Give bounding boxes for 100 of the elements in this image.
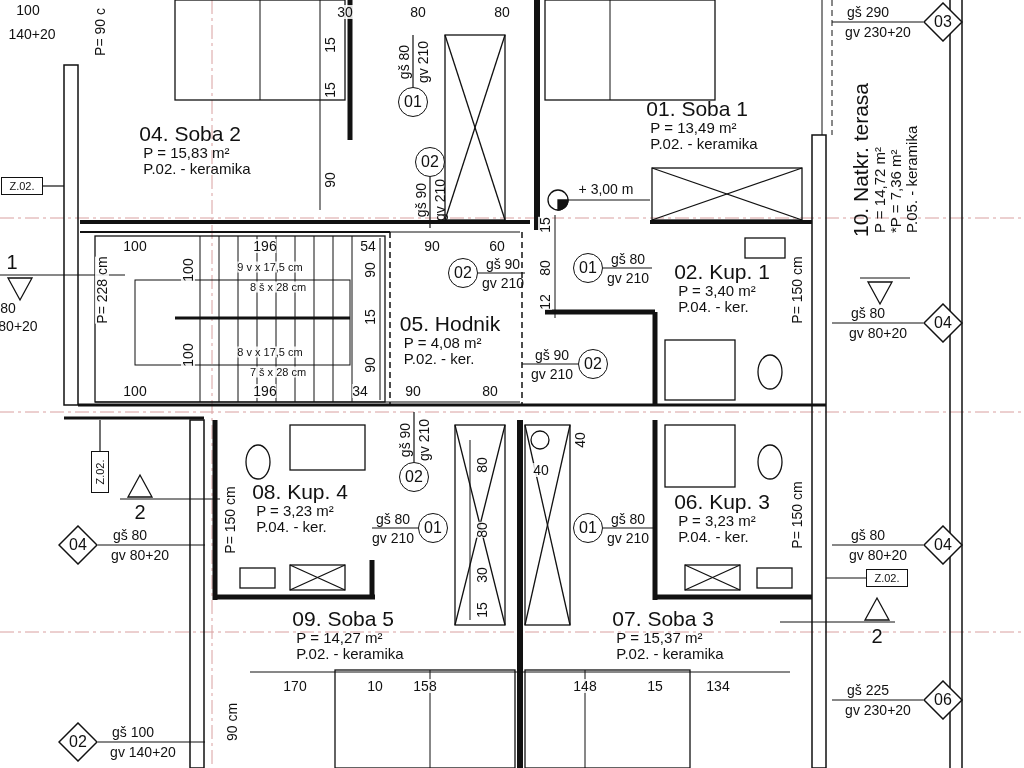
door-tag: 01 — [573, 253, 603, 283]
dimension-text: 15 — [475, 602, 489, 618]
dimension-text: 158 — [413, 679, 437, 693]
leader-line — [429, 176, 431, 229]
leader-line — [831, 21, 924, 23]
dimension-text: 100 — [123, 239, 147, 253]
floor-finish: P.05. - keramika — [903, 124, 920, 236]
size-text: gš 100 — [112, 725, 154, 739]
floor-finish: P.04. - ker. — [677, 529, 750, 545]
leader-line — [521, 363, 579, 365]
sill-height-text: P= 228 cm — [95, 256, 109, 324]
window-tag: 04 — [58, 525, 98, 565]
leader-line — [412, 34, 414, 88]
dimension-text: 54 — [360, 239, 376, 253]
leader-line — [371, 527, 419, 529]
size-text: gš 90 — [534, 348, 570, 362]
dimension-text: 15 — [323, 82, 337, 98]
size-text: gv 210 — [417, 419, 431, 461]
leader-line — [97, 741, 206, 743]
room-name: 09. Soba 5 — [292, 608, 395, 631]
dimension-text: 90 — [363, 357, 377, 373]
size-text: 80 — [0, 301, 16, 315]
dimension-text: 12 — [538, 294, 552, 310]
leader-line — [413, 411, 415, 463]
window-tag: 06 — [923, 680, 963, 720]
size-text: gv 80+20 — [111, 548, 169, 562]
wall-type-tag: Z.02. — [1, 177, 43, 195]
dimension-text: 80 — [475, 457, 489, 473]
dimension-text: 30 — [337, 5, 353, 19]
room-area: P = 4,08 m² — [399, 335, 501, 351]
dimension-text: 15 — [538, 217, 552, 233]
wall-type-tag: Z.02. — [91, 451, 109, 493]
door-tag: 02 — [578, 349, 608, 379]
size-text: gv 80+20 — [849, 326, 907, 340]
sill-height-text: 90 cm — [225, 702, 239, 742]
size-text: gš 80 — [112, 528, 148, 542]
dimension-text: 90 — [405, 384, 421, 398]
dimension-text: 40 — [573, 432, 587, 448]
window-tag: 04 — [923, 303, 963, 343]
size-text: gv 210 — [482, 276, 524, 290]
leader-line — [602, 267, 653, 269]
leader-line — [831, 322, 924, 324]
dimension-text: 15 — [363, 309, 377, 325]
sill-height-text: P= 150 cm — [223, 486, 237, 554]
floor-finish: P.02. - keramika — [142, 161, 251, 177]
sill-height-text: P= 150 cm — [790, 256, 804, 324]
size-text: gv 210 — [433, 179, 447, 221]
room-name: 07. Soba 3 — [612, 608, 715, 631]
dimension-text: 80 — [482, 384, 498, 398]
room-name: 04. Soba 2 — [139, 123, 242, 146]
dimension-text: 15 — [647, 679, 663, 693]
dimension-text: 196 — [253, 239, 277, 253]
dimension-text: 80 — [410, 5, 426, 19]
dimension-text: 80 — [475, 522, 489, 538]
room-area: P = 15,37 m² — [612, 630, 724, 646]
dimension-text: 134 — [706, 679, 730, 693]
size-text: gv 210 — [531, 367, 573, 381]
room-area: P = 14,27 m² — [292, 630, 404, 646]
size-text: gv 230+20 — [845, 703, 911, 717]
window-tag: 02 — [58, 722, 98, 762]
level-text: + 3,00 m — [578, 182, 634, 196]
dimension-text: 148 — [573, 679, 597, 693]
room-area: P = 3,40 m² — [674, 283, 770, 299]
leader-line — [825, 577, 867, 579]
sill-height-text: P= 150 cm — [790, 481, 804, 549]
door-tag: 02 — [415, 147, 445, 177]
dimension-text: 34 — [352, 384, 368, 398]
dimension-text: 15 — [323, 37, 337, 53]
floor-finish: P.04. - ker. — [677, 299, 750, 315]
dimension-text: 100 — [123, 384, 147, 398]
size-text: gš 80 — [850, 528, 886, 542]
floor-finish: P.02. - keramika — [615, 646, 724, 662]
dimension-text: 90 — [363, 262, 377, 278]
size-text: gv 210 — [607, 531, 649, 545]
floor-finish: P.04. - ker. — [255, 519, 328, 535]
dimension-text: 30 — [475, 567, 489, 583]
dimension-text: 90 — [323, 172, 337, 188]
wall-type-tag: Z.02. — [866, 569, 908, 587]
door-tag: 01 — [573, 513, 603, 543]
size-text: gv 80+20 — [849, 548, 907, 562]
dimension-text: 100 — [181, 343, 195, 367]
leader-line — [831, 544, 924, 546]
leader-line — [602, 527, 656, 529]
window-tag: 04 — [923, 525, 963, 565]
dimension-text: 100 — [16, 3, 40, 17]
stair-text: 8 v x 17,5 cm — [237, 346, 303, 358]
size-text: gš 80 — [610, 252, 646, 266]
door-tag: 01 — [398, 87, 428, 117]
dimension-text: 40 — [533, 463, 549, 477]
room-name: 08. Kup. 4 — [252, 481, 348, 504]
size-text: gš 290 — [847, 5, 889, 19]
section-number: 2 — [871, 626, 883, 646]
section-number: 2 — [134, 502, 146, 522]
room-name: 02. Kup. 1 — [674, 261, 770, 284]
door-tag: 02 — [448, 258, 478, 288]
room-area: P = 14,72 m² — [872, 82, 889, 238]
size-text: gv 230+20 — [845, 25, 911, 39]
stair-text: 7 š x 28 cm — [249, 366, 307, 378]
size-text: gv 140+20 — [110, 745, 176, 759]
stair-text: 8 š x 28 cm — [249, 281, 307, 293]
